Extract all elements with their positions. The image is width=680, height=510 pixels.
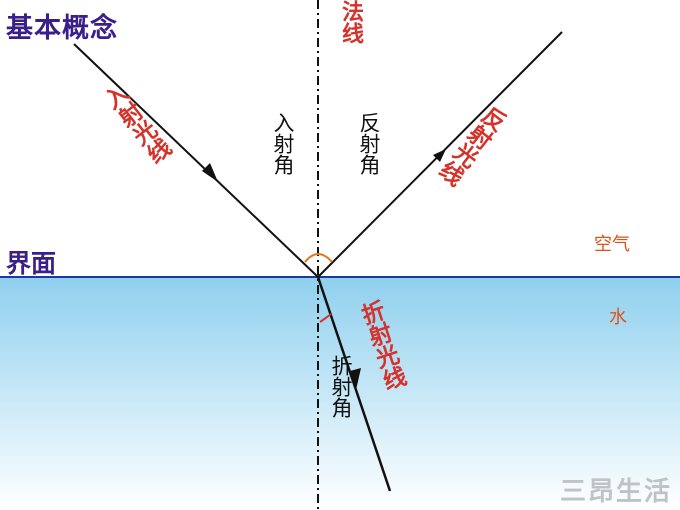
refracted-arrow-icon bbox=[350, 368, 361, 390]
incident-arrow-icon bbox=[202, 163, 218, 182]
reflected-arrow-icon bbox=[433, 149, 446, 162]
angle-arc-top bbox=[304, 253, 333, 263]
air-label: 空气 bbox=[594, 234, 630, 255]
watermark: 三昂生活 bbox=[559, 477, 672, 507]
incident-ray bbox=[73, 43, 319, 278]
refraction-angle-label: 折射角 bbox=[329, 355, 353, 418]
refracted-ray bbox=[316, 276, 392, 492]
page-title: 基本概念 bbox=[6, 13, 118, 44]
normal-label: 法线 bbox=[338, 0, 363, 44]
water-label: 水 bbox=[609, 307, 627, 328]
reflection-angle-label: 反射角 bbox=[357, 112, 381, 175]
water-region bbox=[0, 277, 680, 510]
interface-label: 界面 bbox=[6, 249, 57, 278]
angle-arc-bottom bbox=[319, 313, 332, 323]
incidence-angle-label: 入射角 bbox=[271, 112, 295, 175]
